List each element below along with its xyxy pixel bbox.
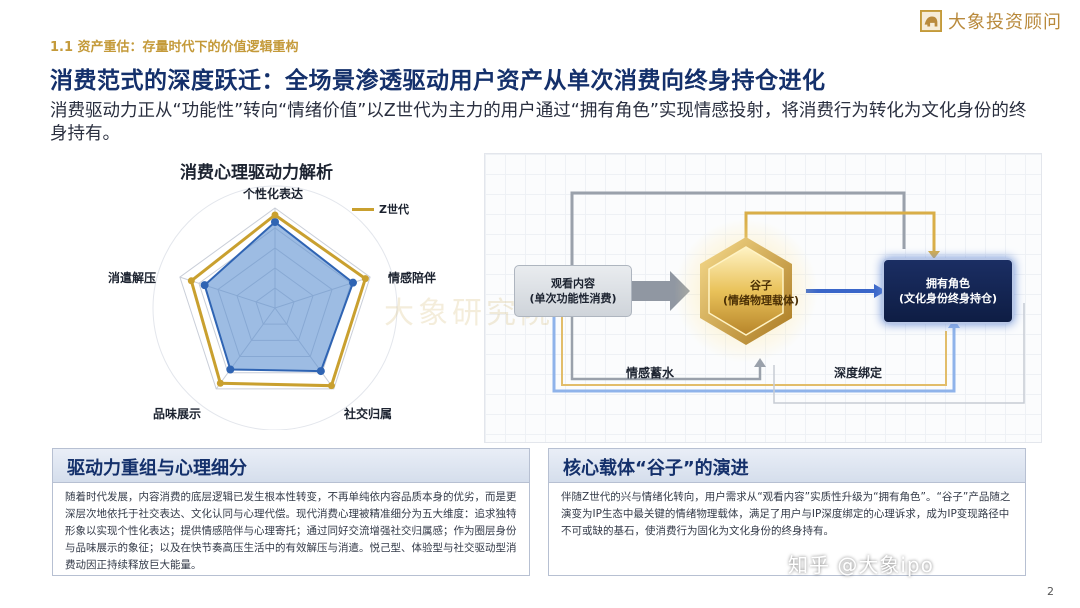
card-body: 伴随Z世代的兴与情绪化转向，用户需求从“观看内容”实质性升级为“拥有角色”。“谷… — [561, 491, 1011, 537]
card-title: 核心载体“谷子”的演进 — [563, 458, 749, 479]
radar-axis-label-4: 消遣解压 — [108, 271, 157, 285]
node-guzi-subtitle: (情绪物理载体) — [722, 294, 800, 307]
elephant-logo-icon — [920, 10, 942, 32]
radar-series-blue — [203, 220, 355, 373]
radar-point-blue — [226, 365, 235, 374]
node-watch-title: 观看内容 — [551, 277, 595, 290]
radar-point-zgen — [216, 379, 224, 387]
node-guzi-title: 谷子 — [750, 279, 772, 292]
card-body: 随着时代发展，内容消费的底层逻辑已发生根本性转变，不再单纯依内容品质本身的优劣，… — [65, 491, 517, 571]
radar-chart-title: 消费心理驱动力解析 — [180, 163, 333, 183]
radar-axis-label-0: 个性化表达 — [243, 187, 304, 201]
card-header — [53, 449, 529, 483]
radar-chart — [152, 185, 398, 430]
card-header — [549, 449, 1025, 483]
radar-point-zgen — [187, 277, 195, 285]
radar-outer-ring — [152, 185, 398, 430]
radar-point-blue — [348, 278, 357, 287]
node-guzi: 谷子 (情绪物理载体) — [716, 278, 806, 308]
node-watch-content: 观看内容 (单次功能性消费) — [514, 265, 632, 317]
card-driver-reorganization: 驱动力重组与心理细分 随着时代发展，内容消费的底层逻辑已发生根本性转变，不再单纯… — [52, 448, 530, 576]
label-deep-binding: 深度绑定 — [834, 366, 883, 380]
label-emotional-reservoir: 情感蓄水 — [626, 366, 675, 380]
card-title: 驱动力重组与心理细分 — [67, 458, 247, 479]
top-loop-arrow — [570, 191, 906, 265]
brand: 大象投资顾问 — [920, 8, 1062, 34]
radar-series-zgen — [189, 213, 368, 388]
bottom-gray-loop — [570, 317, 762, 381]
legend-swatch — [352, 207, 374, 211]
right-loop — [773, 303, 1025, 404]
radar-axis-label-1: 情感陪伴 — [388, 271, 437, 285]
page-number: 2 — [1047, 585, 1054, 598]
radar-legend: Z世代 — [352, 201, 409, 217]
bottom-gold-loop — [561, 317, 947, 386]
node-watch-subtitle: (单次功能性消费) — [529, 292, 617, 305]
brand-name: 大象投资顾问 — [948, 12, 1062, 33]
breadcrumb: 1.1 资产重估：存量时代下的价值逻辑重构 — [50, 40, 299, 55]
radar-point-zgen — [361, 275, 369, 283]
radar-point-blue — [271, 218, 279, 226]
radar-point-blue — [200, 281, 209, 290]
radar-grid-level — [179, 207, 371, 390]
node-own-role: 拥有角色 (文化身份终身持仓) — [882, 258, 1014, 324]
radar-point-zgen — [271, 211, 279, 219]
node-role-title: 拥有角色 — [926, 277, 970, 290]
radar-point-zgen — [327, 382, 335, 390]
bottom-blue-loop — [552, 317, 956, 393]
radar-point-blue — [316, 367, 325, 376]
radar-axis-label-2: 社交归属 — [344, 407, 393, 421]
card-guzi-evolution: 核心载体“谷子”的演进 伴随Z世代的兴与情绪化转向，用户需求从“观看内容”实质性… — [548, 448, 1026, 576]
node-role-subtitle: (文化身份终身持仓) — [898, 292, 998, 305]
page-subtitle: 消费驱动力正从“功能性”转向“情绪价值”以Z世代为主力的用户通过“拥有角色”实现… — [50, 101, 1027, 144]
legend-label: Z世代 — [379, 203, 409, 216]
zhihu-watermark: 知乎 @大象ipo — [788, 553, 934, 577]
flow-diagram-arrows — [552, 191, 1025, 404]
page-title: 消费范式的深度跃迁：全场景渗透驱动用户资产从单次消费向终身持仓进化 — [50, 68, 826, 94]
guzi-hexagon-inner — [708, 246, 784, 336]
radar-axis-label-3: 品味展示 — [153, 407, 202, 421]
